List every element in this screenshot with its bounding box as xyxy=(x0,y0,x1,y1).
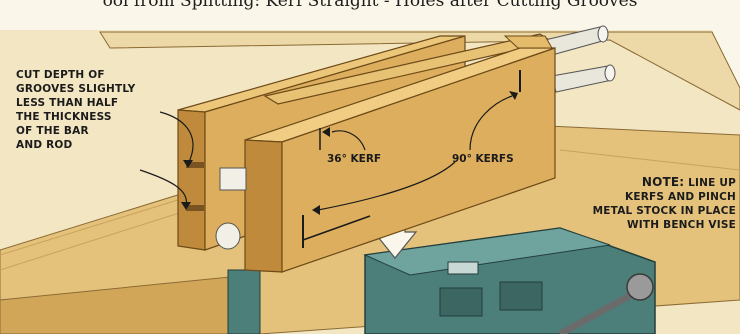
groove xyxy=(186,205,204,211)
note-line: OF THE BAR xyxy=(16,124,186,138)
vise-block xyxy=(448,262,478,274)
front-block-end xyxy=(245,140,282,272)
alignment-note: NOTE: LINE UP KERFS AND PINCH METAL STOC… xyxy=(546,175,736,232)
groove-depth-note: CUT DEPTH OF GROOVES SLIGHTLY LESS THAN … xyxy=(16,68,186,152)
kerf-90-label: 90° KERFS xyxy=(452,153,514,165)
metal-bar-end xyxy=(220,168,246,190)
metal-rod-end xyxy=(216,223,240,249)
note-line: AND ROD xyxy=(16,138,186,152)
note-line: KERFS AND PINCH xyxy=(546,190,736,204)
rod-upper-end xyxy=(598,26,608,42)
vise-opening xyxy=(440,288,482,316)
note-heading: NOTE: xyxy=(642,175,684,189)
vise-post xyxy=(228,270,260,334)
rod-lower-end xyxy=(605,65,615,81)
vise-opening xyxy=(500,282,542,310)
note-line: LESS THAN HALF xyxy=(16,96,186,110)
note-text: LINE UP xyxy=(688,177,736,189)
note-line: METAL STOCK IN PLACE xyxy=(546,204,736,218)
note-line: CUT DEPTH OF xyxy=(16,68,186,82)
top-caption: ool from Splitting: Kerf Straight - Hole… xyxy=(0,0,740,11)
note-line: NOTE: LINE UP xyxy=(546,175,736,190)
note-line: THE THICKNESS xyxy=(16,110,186,124)
note-line: WITH BENCH VISE xyxy=(546,218,736,232)
kerf-36-label: 36° KERF xyxy=(327,153,381,165)
note-line: GROOVES SLIGHTLY xyxy=(16,82,186,96)
vise-handle-knob xyxy=(627,274,653,300)
